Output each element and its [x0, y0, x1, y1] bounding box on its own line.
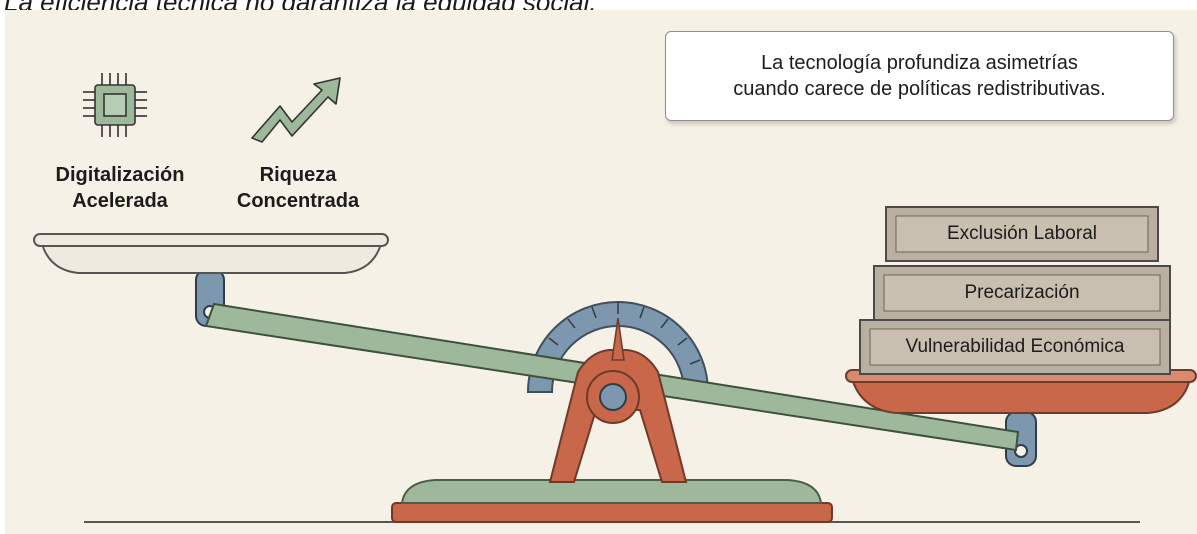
insight-text: La tecnología profundiza asimetrías cuand… [733, 50, 1105, 102]
label-riqueza-line-1: Riqueza [259, 164, 337, 186]
left-pan-bowl [40, 243, 383, 274]
scale-base-top [400, 479, 823, 504]
right-pan-bowl [850, 378, 1192, 414]
block-precarizacion [873, 265, 1171, 321]
label-riqueza-line-2: Concentrada [236, 190, 360, 212]
fulcrum-hub-inner [599, 383, 627, 411]
fulcrum-pillar [548, 349, 688, 483]
insight-line-1: La tecnología profundiza asimetrías [761, 52, 1078, 74]
right-pivot [1014, 444, 1028, 458]
trend-up-arrow-icon [251, 77, 341, 143]
insight-callout: La tecnología profundiza asimetrías cuand… [665, 31, 1174, 121]
label-digitalizacion: Digitalización Acelerada [40, 162, 200, 214]
block-vulnerabilidad [859, 319, 1171, 375]
page-title: La eficiencia técnica no garantiza la eq… [4, 0, 597, 10]
label-riqueza: Riqueza Concentrada [218, 162, 378, 214]
block-label-exclusion: Exclusión Laboral [947, 223, 1097, 244]
chip-icon [83, 73, 147, 137]
scale-base-bottom [391, 502, 833, 523]
block-label-vulnerabilidad: Vulnerabilidad Económica [905, 336, 1125, 357]
label-digitalizacion-line-1: Digitalización [55, 164, 185, 186]
block-label-precarizacion: Precarización [964, 282, 1080, 303]
label-digitalizacion-line-2: Acelerada [72, 190, 168, 212]
left-pan-rim [33, 233, 389, 247]
title-strip: La eficiencia técnica no garantiza la eq… [0, 0, 1197, 10]
block-exclusion [885, 206, 1159, 262]
insight-line-2: cuando carece de políticas redistributiv… [733, 78, 1106, 100]
gauge-needle [611, 317, 625, 361]
